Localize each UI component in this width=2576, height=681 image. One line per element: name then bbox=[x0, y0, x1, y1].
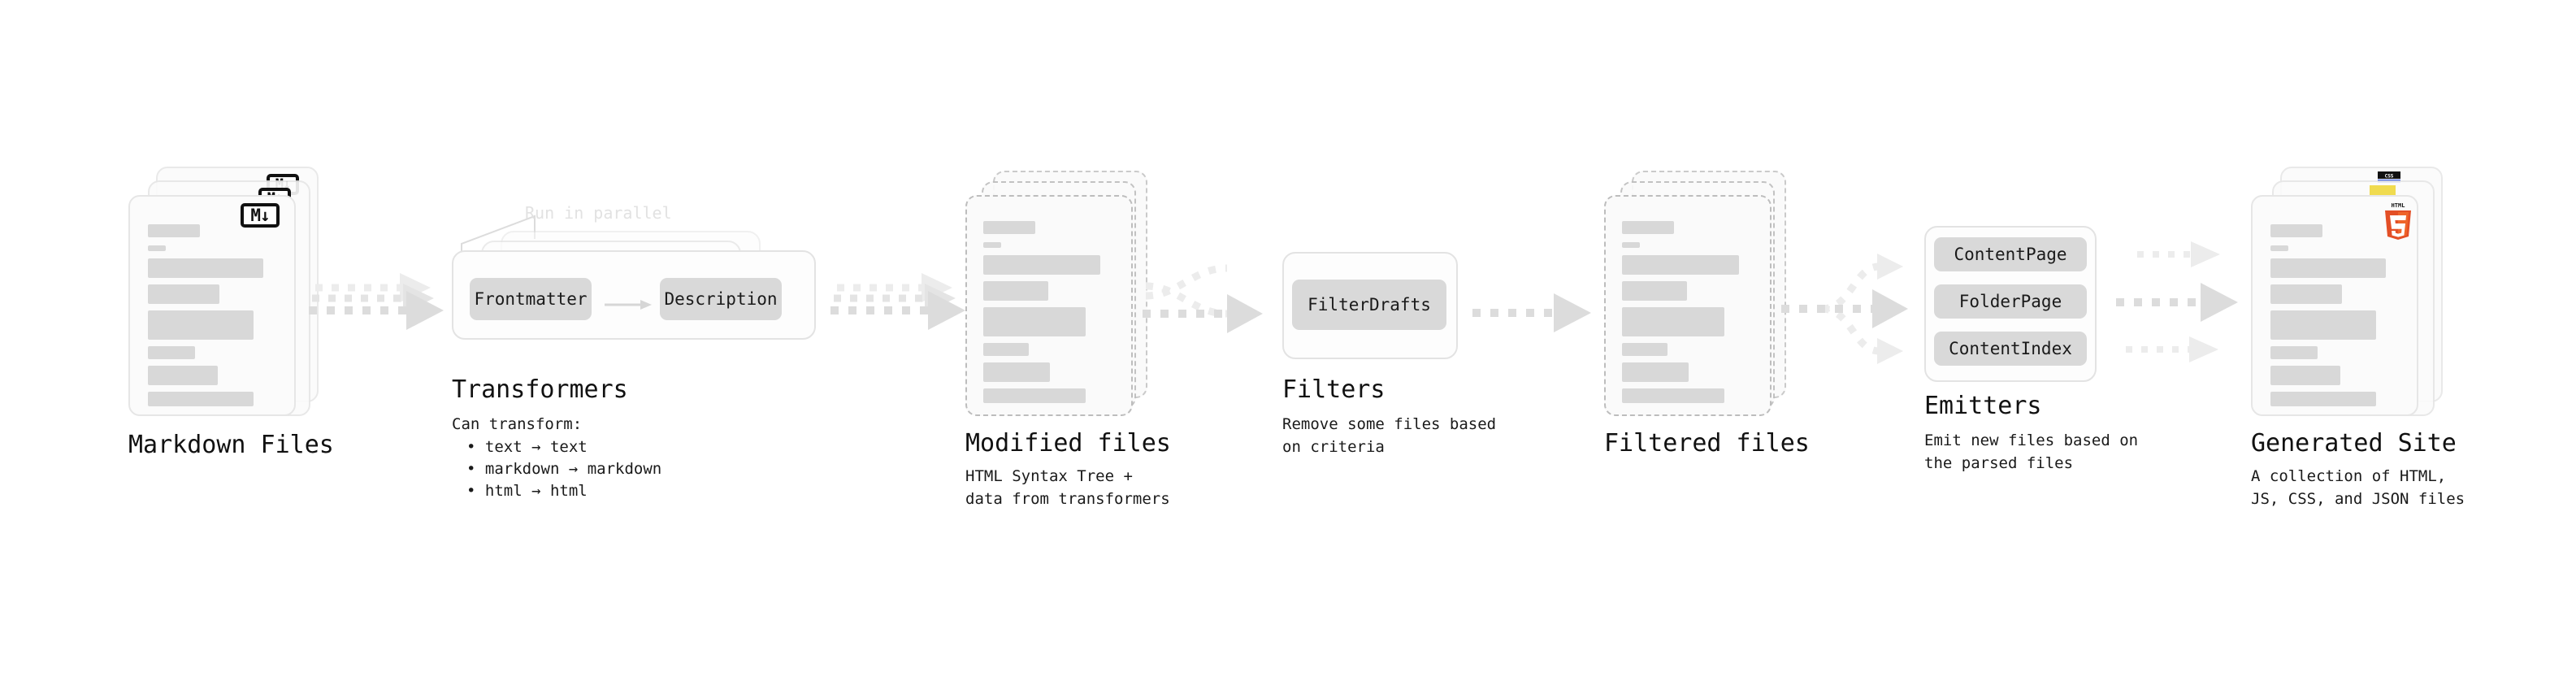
stage-title-filters: Filters bbox=[1282, 375, 1386, 404]
svg-text:CSS: CSS bbox=[2385, 174, 2394, 180]
stage-title-emitters: Emitters bbox=[1924, 392, 2042, 420]
chip-filterdrafts[interactable]: FilterDrafts bbox=[1292, 280, 1446, 330]
html5-wordmark: HTML bbox=[2392, 202, 2405, 209]
stage-title-markdown-files: Markdown Files bbox=[128, 431, 334, 459]
transformers-bullet-2: • html → html bbox=[466, 482, 588, 500]
flow-md-to-transformers bbox=[309, 273, 444, 330]
content-bar bbox=[148, 310, 254, 340]
modified-card-front bbox=[965, 195, 1133, 416]
bullet-text: markdown → markdown bbox=[484, 460, 662, 478]
content-bar bbox=[2270, 392, 2376, 406]
stage-title-generated-site: Generated Site bbox=[2251, 429, 2457, 458]
content-bar bbox=[983, 362, 1050, 382]
content-bar bbox=[2270, 284, 2342, 304]
content-bar bbox=[1622, 242, 1640, 248]
bullet-text: text → text bbox=[484, 438, 588, 456]
flow-transformers-to-modified bbox=[830, 273, 965, 330]
flow-modified-to-filters bbox=[1143, 264, 1263, 333]
content-bar bbox=[983, 242, 1001, 248]
content-bar bbox=[1622, 388, 1724, 403]
content-bar bbox=[2270, 366, 2340, 385]
content-bar bbox=[983, 307, 1086, 336]
markdown-icon: M↓ bbox=[241, 203, 280, 228]
markdown-card-front bbox=[128, 195, 296, 416]
content-bar bbox=[983, 388, 1086, 403]
content-bar bbox=[148, 346, 195, 359]
content-bar bbox=[1622, 221, 1674, 234]
content-bar bbox=[1622, 362, 1689, 382]
content-bar bbox=[1622, 255, 1739, 275]
filtered-card-front bbox=[1604, 195, 1772, 416]
stage-title-filtered-files: Filtered files bbox=[1604, 429, 1810, 458]
flow-filters-to-filtered bbox=[1472, 293, 1591, 332]
content-bar bbox=[1622, 343, 1667, 356]
html5-glyph: HTML bbox=[2385, 202, 2411, 240]
transformer-flow-arrow bbox=[605, 300, 652, 310]
chip-description[interactable]: Description bbox=[660, 278, 782, 320]
content-bar bbox=[983, 343, 1029, 356]
content-bar bbox=[983, 255, 1100, 275]
stage-title-transformers: Transformers bbox=[452, 375, 628, 404]
transformers-bullet-0: • text → text bbox=[466, 438, 588, 456]
chip-contentpage[interactable]: ContentPage bbox=[1934, 237, 2087, 271]
content-bar bbox=[983, 281, 1048, 301]
content-bar bbox=[148, 245, 166, 251]
emitters-subtitle: Emit new files based on the parsed files bbox=[1924, 432, 2139, 472]
content-bar bbox=[2270, 224, 2322, 237]
content-bar bbox=[148, 366, 218, 385]
flow-filtered-to-emitters bbox=[1781, 254, 1908, 364]
html5-icon: HTML bbox=[2381, 201, 2415, 240]
chip-contentindex[interactable]: ContentIndex bbox=[1934, 332, 2087, 366]
content-bar bbox=[148, 392, 254, 406]
content-bar bbox=[2270, 245, 2288, 251]
transformers-subtitle: Can transform: bbox=[452, 415, 583, 433]
flow-emitters-to-site bbox=[2116, 241, 2238, 362]
content-bar bbox=[148, 224, 200, 237]
stage-title-modified-files: Modified files bbox=[965, 429, 1171, 458]
content-bar bbox=[2270, 310, 2376, 340]
chip-folderpage[interactable]: FolderPage bbox=[1934, 284, 2087, 319]
filters-subtitle: Remove some files based on criteria bbox=[1282, 415, 1497, 456]
content-bar bbox=[148, 258, 263, 278]
content-bar bbox=[983, 221, 1035, 234]
transformers-bullet-1: • markdown → markdown bbox=[466, 460, 662, 478]
run-in-parallel-label: Run in parallel bbox=[525, 203, 672, 223]
content-bar bbox=[2270, 258, 2386, 278]
content-bar bbox=[2270, 346, 2318, 359]
bullet-text: html → html bbox=[484, 482, 588, 500]
content-bar bbox=[1622, 307, 1724, 336]
chip-frontmatter[interactable]: Frontmatter bbox=[470, 278, 592, 320]
content-bar bbox=[1622, 281, 1687, 301]
modified-files-subtitle: HTML Syntax Tree + data from transformer… bbox=[965, 467, 1170, 508]
generated-site-subtitle: A collection of HTML, JS, CSS, and JSON … bbox=[2251, 467, 2465, 508]
content-bar bbox=[148, 284, 219, 304]
